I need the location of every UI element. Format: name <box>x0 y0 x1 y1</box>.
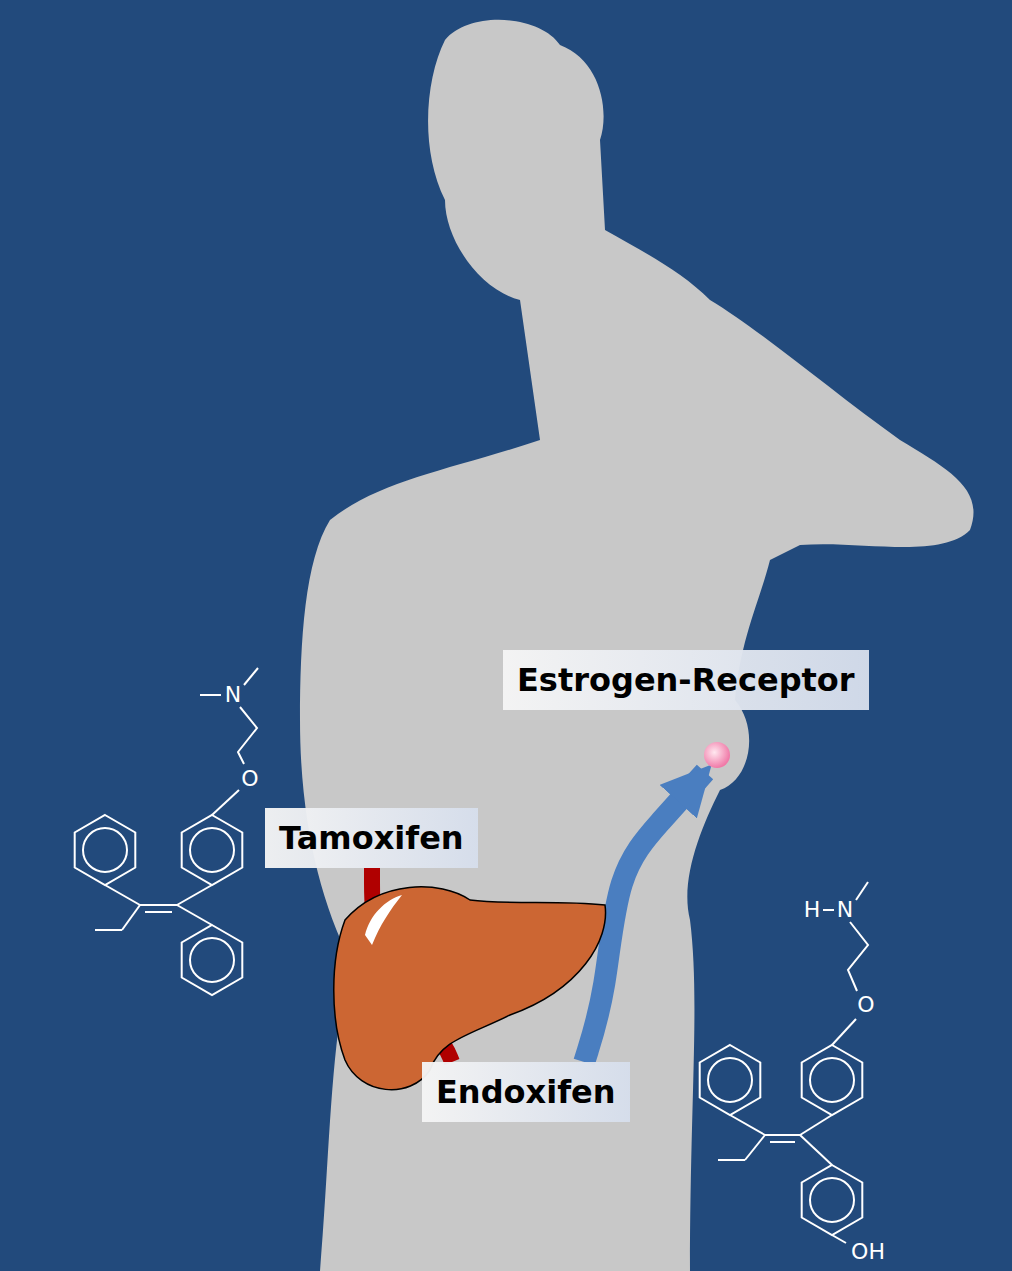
atom-label: N <box>225 684 241 706</box>
tamoxifen-structure <box>75 668 258 995</box>
endoxifen-structure <box>700 882 868 1243</box>
atom-label: O <box>241 768 258 790</box>
node-label: Endoxifen <box>422 1062 630 1122</box>
label-box: Endoxifen <box>422 1062 630 1122</box>
atom-label: N <box>837 899 853 921</box>
liver <box>334 887 606 1090</box>
woman-silhouette <box>300 20 974 1271</box>
atom-label: OH <box>851 1241 885 1263</box>
receptor-dot-circle <box>704 742 730 768</box>
atom-label: O <box>857 994 874 1016</box>
liver-highlight <box>365 895 402 945</box>
node-label: Estrogen-Receptor <box>503 650 869 710</box>
node-label: Tamoxifen <box>265 808 478 868</box>
receptor-node: Estrogen-Receptor <box>503 650 869 772</box>
label-box: Tamoxifen <box>265 808 478 868</box>
atom-label: H <box>804 899 821 921</box>
